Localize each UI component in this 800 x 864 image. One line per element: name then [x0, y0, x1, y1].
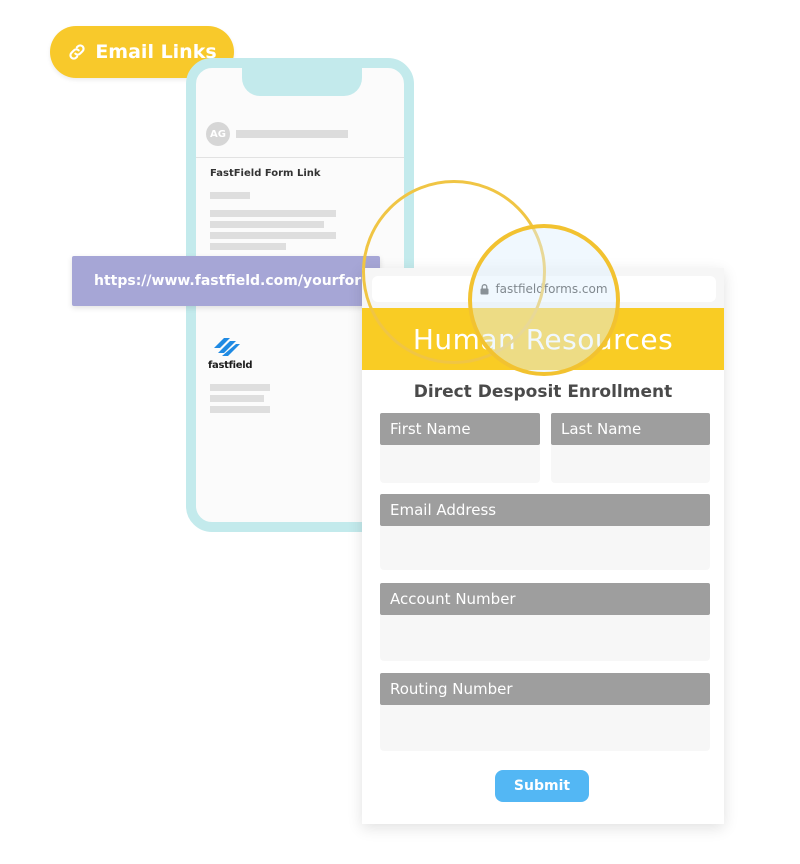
email-field[interactable]: [380, 526, 710, 570]
account-number-label: Account Number: [380, 583, 710, 615]
submit-button[interactable]: Submit: [495, 770, 589, 802]
text-placeholder-line: [210, 406, 270, 413]
magnifier-lens: [468, 224, 620, 376]
text-placeholder-line: [210, 210, 336, 217]
first-name-field[interactable]: [380, 445, 540, 483]
link-icon: [69, 44, 85, 60]
text-placeholder-line: [210, 243, 286, 250]
avatar: AG: [206, 122, 230, 146]
fastfield-logo: fastfield: [208, 338, 253, 371]
routing-number-label: Routing Number: [380, 673, 710, 705]
text-placeholder-line: [210, 395, 264, 402]
email-divider: [196, 157, 404, 158]
text-placeholder-line: [210, 221, 324, 228]
sender-placeholder: [236, 130, 348, 138]
email-label: Email Address: [380, 494, 710, 526]
form-title: Direct Desposit Enrollment: [413, 382, 673, 402]
routing-number-field[interactable]: [380, 705, 710, 751]
first-name-label: First Name: [380, 413, 540, 445]
last-name-field[interactable]: [551, 445, 710, 483]
badge-label: Email Links: [95, 41, 217, 63]
account-number-field[interactable]: [380, 615, 710, 661]
last-name-label: Last Name: [551, 413, 710, 445]
fastfield-wordmark: fastfield: [208, 360, 253, 371]
form-link-text: https://www.fastfield.com/yourform: [94, 273, 376, 289]
form-link-url[interactable]: https://www.fastfield.com/yourform: [72, 256, 380, 306]
text-placeholder-line: [210, 232, 336, 239]
email-links-badge[interactable]: Email Links: [50, 26, 234, 78]
email-subject: FastField Form Link: [210, 168, 321, 179]
avatar-initials: AG: [210, 128, 226, 140]
phone-notch: [242, 68, 362, 96]
text-placeholder-line: [210, 384, 270, 391]
text-placeholder-line: [210, 192, 250, 199]
fastfield-logo-icon: [214, 338, 240, 356]
